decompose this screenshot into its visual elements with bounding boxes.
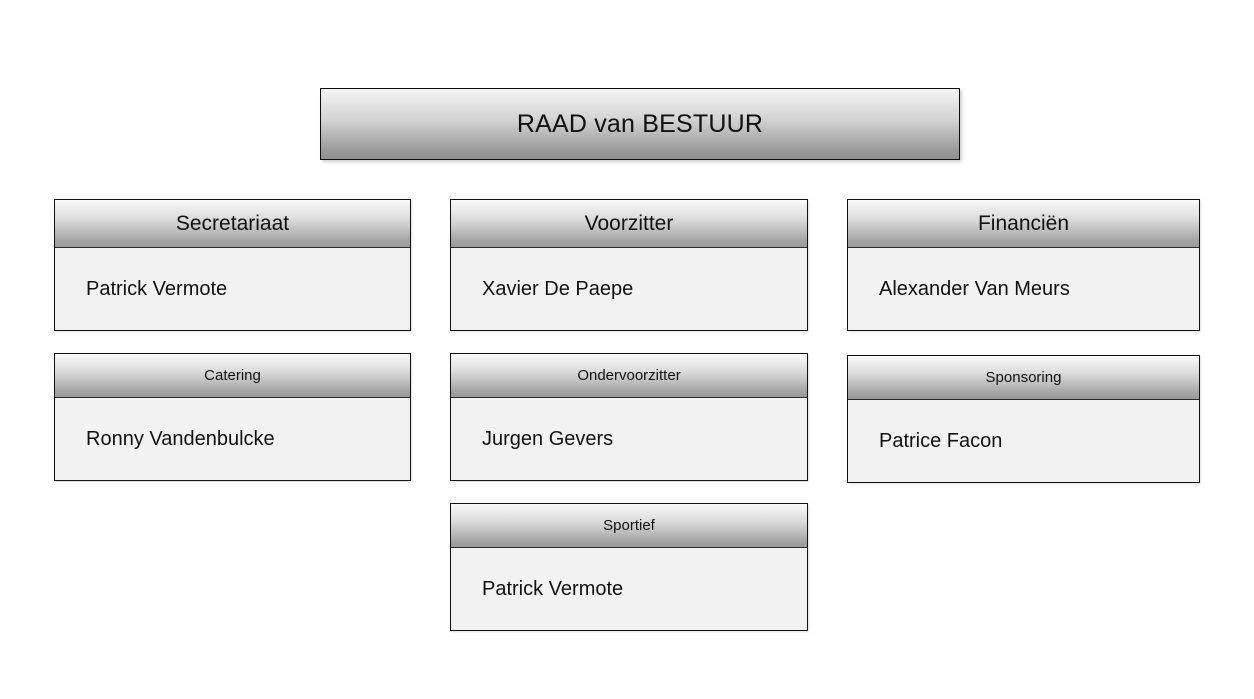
org-node-secretariaat[interactable]: Secretariaat Patrick Vermote bbox=[54, 199, 411, 331]
org-node-financien-person: Alexander Van Meurs bbox=[848, 248, 1199, 330]
org-node-catering-person: Ronny Vandenbulcke bbox=[55, 398, 410, 480]
org-node-root-label: RAAD van BESTUUR bbox=[516, 109, 764, 138]
org-node-sportief-person: Patrick Vermote bbox=[451, 548, 807, 630]
org-node-voorzitter[interactable]: Voorzitter Xavier De Paepe bbox=[450, 199, 808, 331]
org-node-catering[interactable]: Catering Ronny Vandenbulcke bbox=[54, 353, 411, 481]
org-node-secretariaat-title: Secretariaat bbox=[55, 200, 410, 248]
org-node-sponsoring[interactable]: Sponsoring Patrice Facon bbox=[847, 355, 1200, 483]
org-node-ondervoorzitter-person: Jurgen Gevers bbox=[451, 398, 807, 480]
org-node-root[interactable]: RAAD van BESTUUR bbox=[320, 88, 960, 160]
org-node-sponsoring-person: Patrice Facon bbox=[848, 400, 1199, 482]
org-node-sportief-title: Sportief bbox=[451, 504, 807, 548]
org-node-sponsoring-title: Sponsoring bbox=[848, 356, 1199, 400]
org-node-voorzitter-title: Voorzitter bbox=[451, 200, 807, 248]
org-node-financien-title: Financiën bbox=[848, 200, 1199, 248]
org-node-ondervoorzitter-title: Ondervoorzitter bbox=[451, 354, 807, 398]
org-node-voorzitter-person: Xavier De Paepe bbox=[451, 248, 807, 330]
org-node-ondervoorzitter[interactable]: Ondervoorzitter Jurgen Gevers bbox=[450, 353, 808, 481]
org-node-catering-title: Catering bbox=[55, 354, 410, 398]
org-node-secretariaat-person: Patrick Vermote bbox=[55, 248, 410, 330]
org-node-sportief[interactable]: Sportief Patrick Vermote bbox=[450, 503, 808, 631]
org-node-financien[interactable]: Financiën Alexander Van Meurs bbox=[847, 199, 1200, 331]
